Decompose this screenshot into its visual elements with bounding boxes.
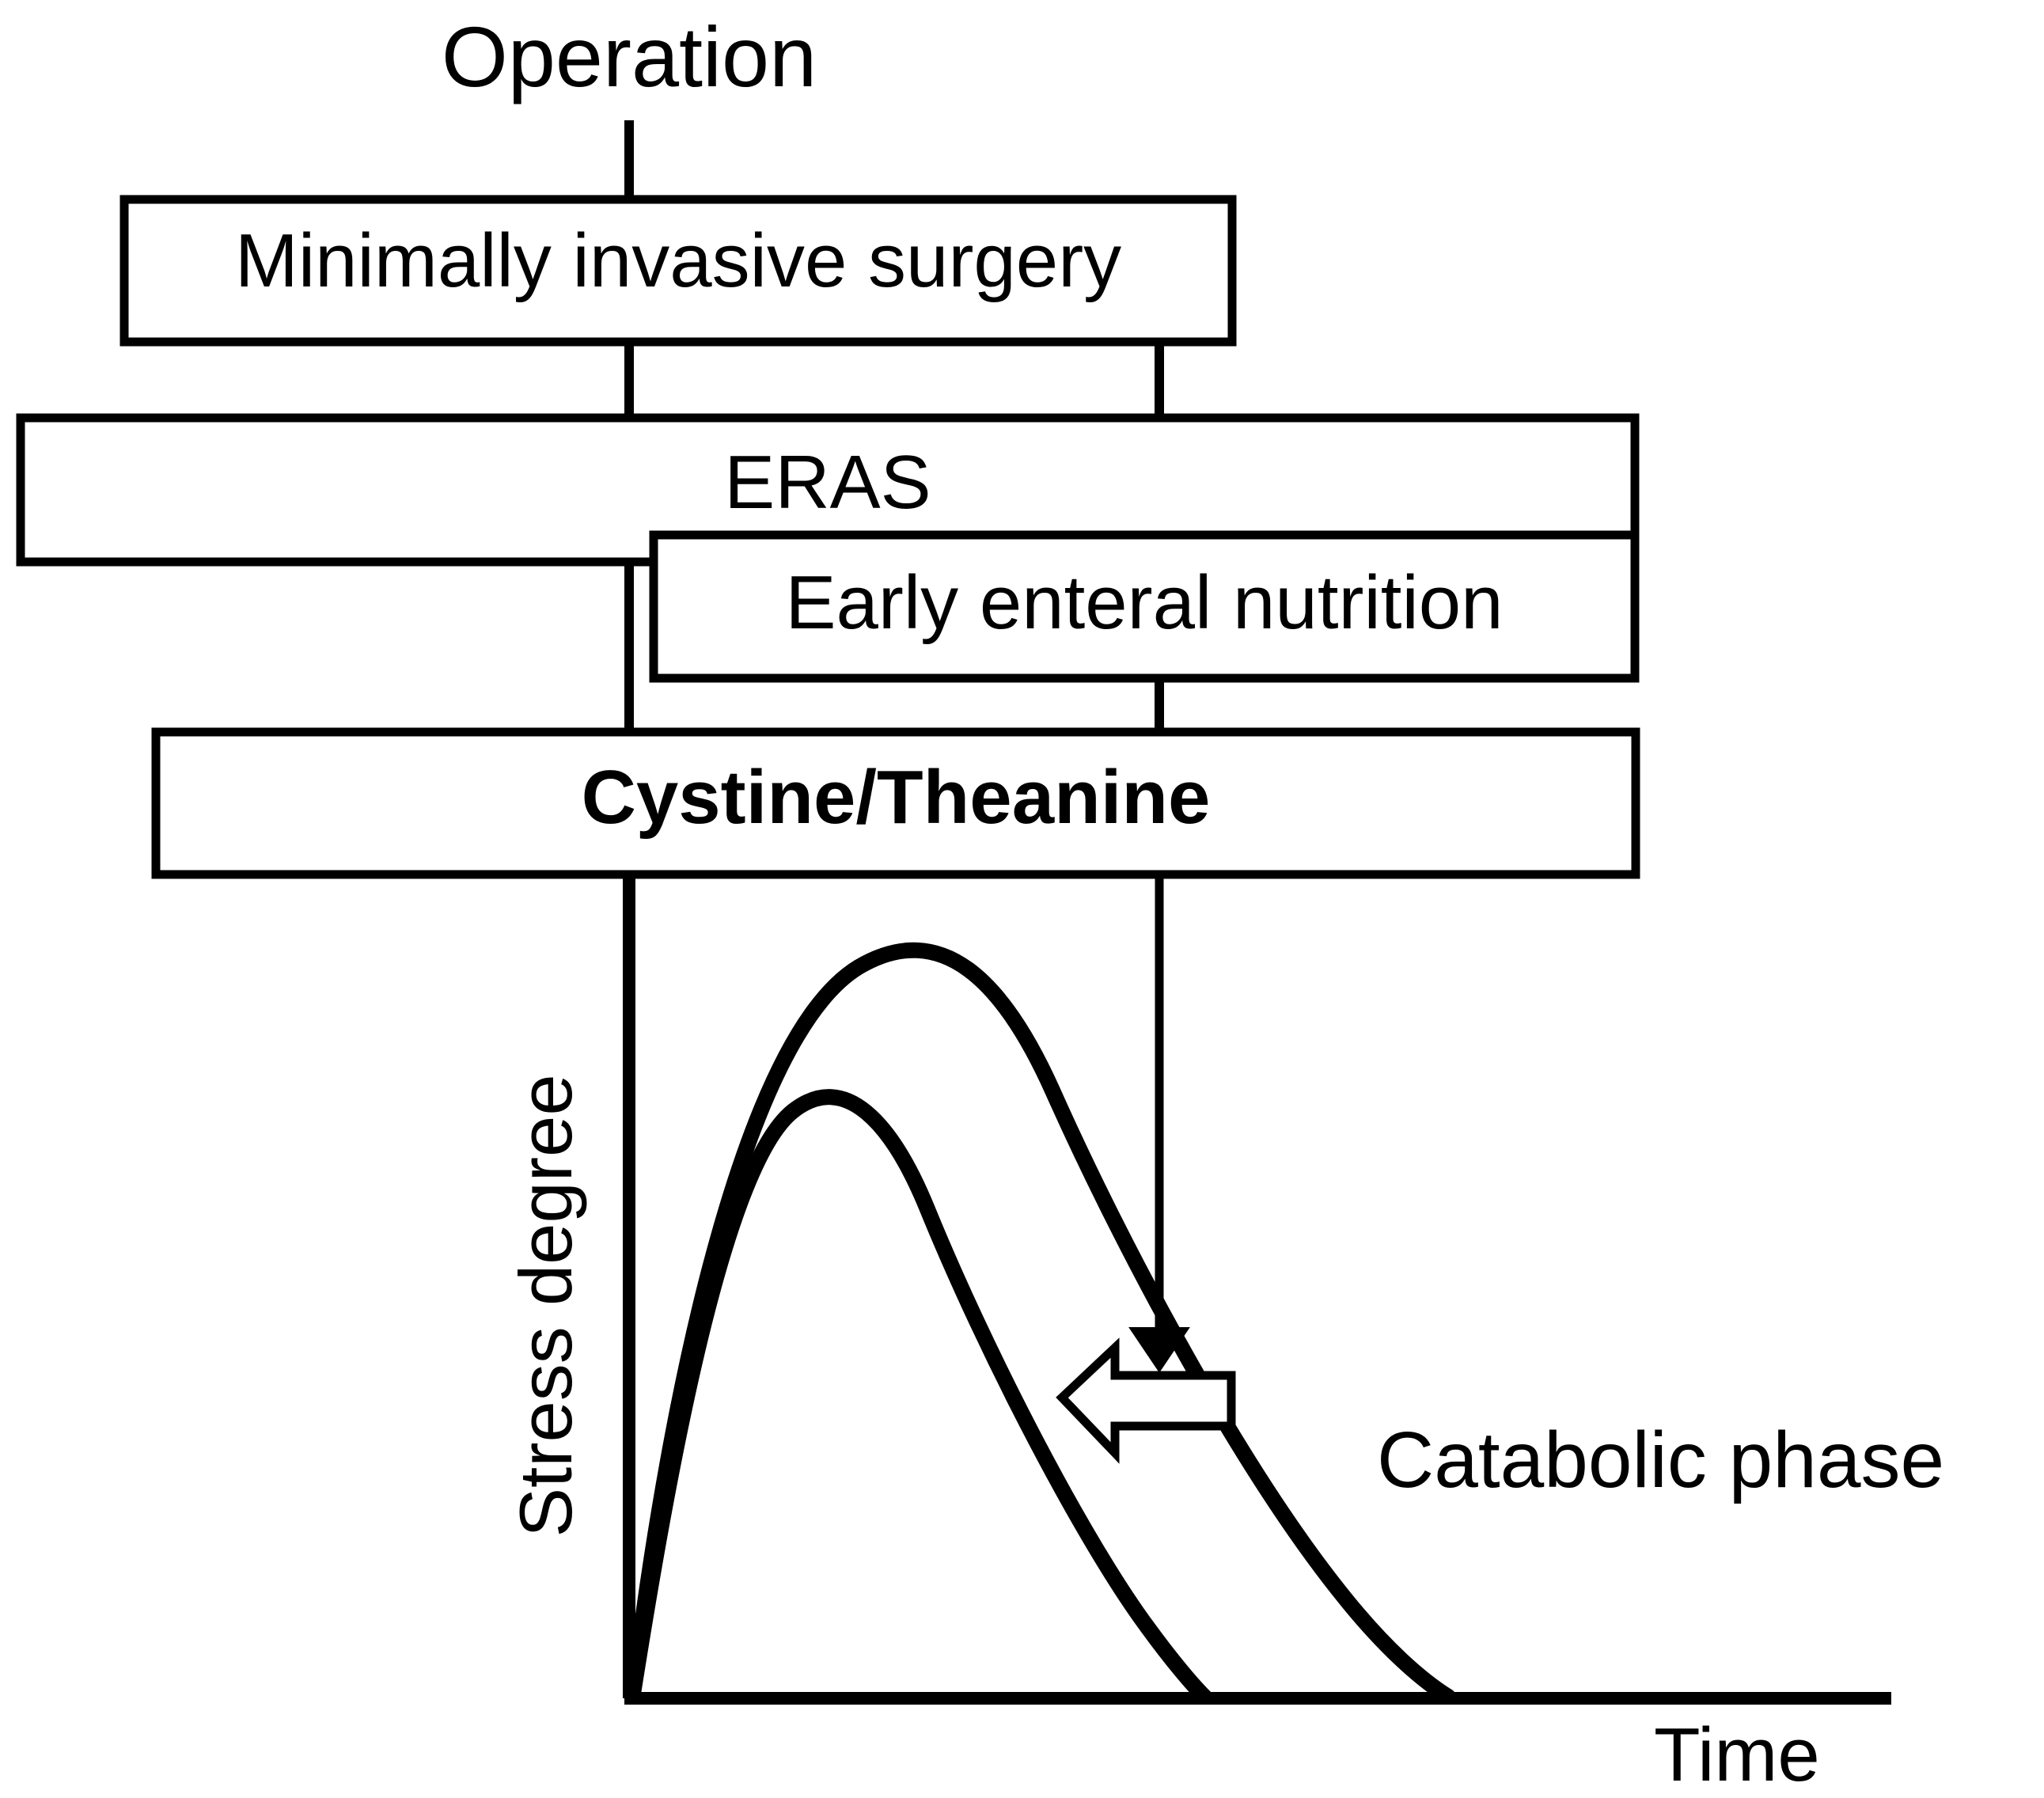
stress-curve-control xyxy=(625,942,1456,1705)
box-minimally-invasive-surgery[interactable] xyxy=(119,195,1237,347)
box-label-cystine-theanine: Cystine/Theanine xyxy=(581,755,1211,840)
box-label-eras: ERAS xyxy=(724,440,931,525)
chart-x-axis-label: Time xyxy=(1654,1713,1820,1797)
page-title: Operation xyxy=(441,9,817,104)
annotation-catabolic-phase: Catabolic phase xyxy=(1377,1416,1945,1504)
box-label-early-enteral-nutrition: Early enteral nutrition xyxy=(785,560,1504,645)
stress-curve-treated xyxy=(625,1089,1212,1705)
cystine-action-arrow-head xyxy=(1128,1327,1190,1373)
box-early-enteral-nutrition[interactable] xyxy=(649,530,1640,683)
box-label-minimally-invasive-surgery: Minimally invasive surgery xyxy=(234,218,1122,303)
hollow-left-arrow-icon xyxy=(1056,1337,1236,1464)
box-cystine-theanine[interactable] xyxy=(151,727,1640,879)
chart-y-axis-label: Stress degree xyxy=(504,1074,587,1538)
